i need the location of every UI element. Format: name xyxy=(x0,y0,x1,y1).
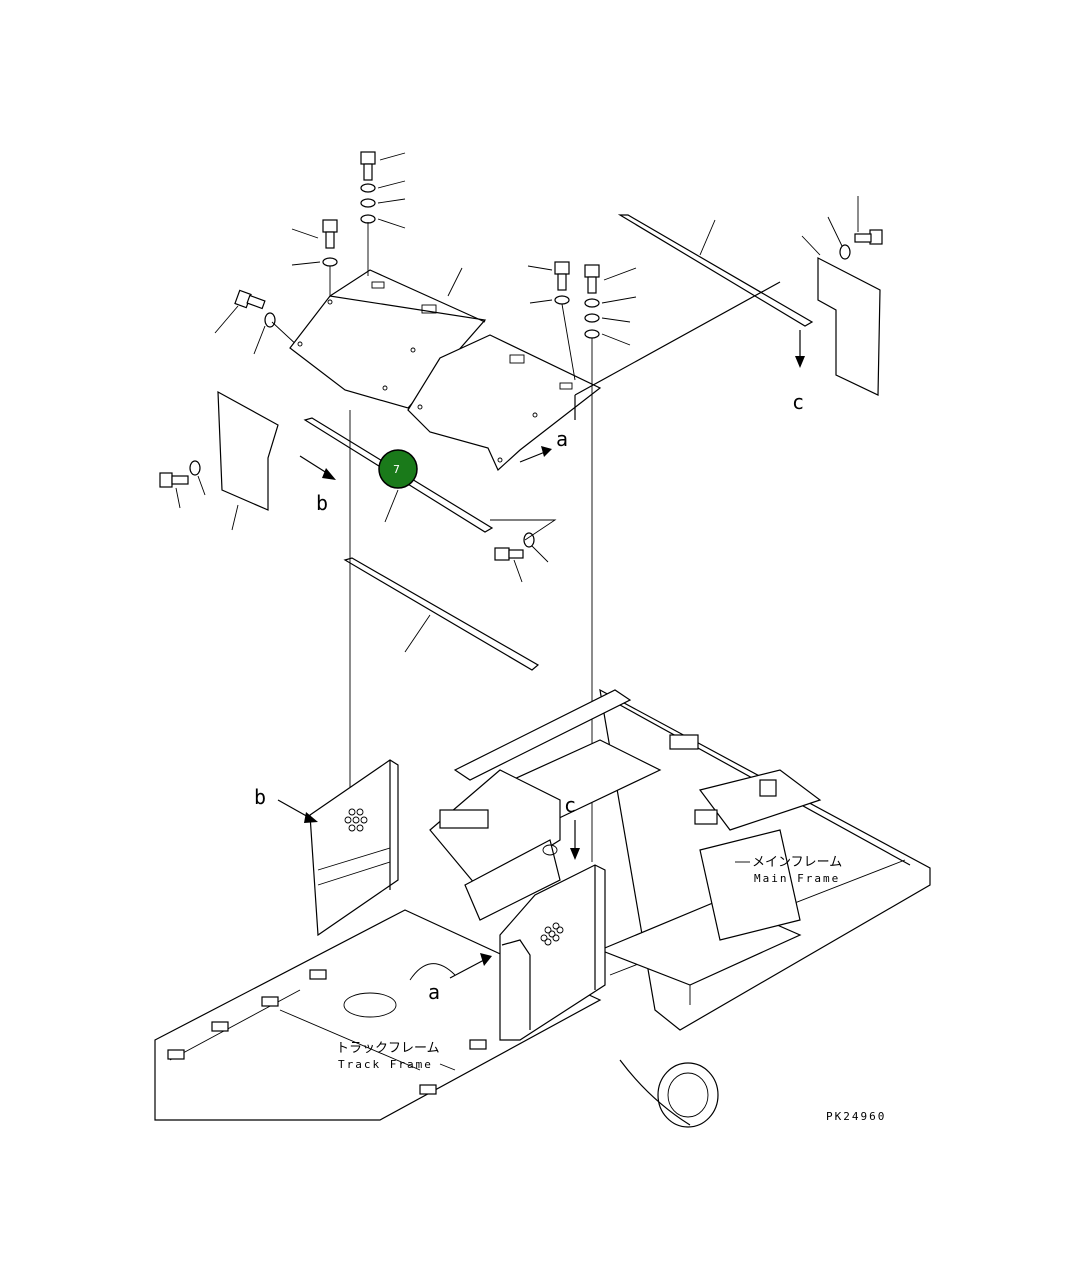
track-frame-en: Track Frame xyxy=(338,1058,433,1071)
arrow-b-top xyxy=(299,455,336,480)
track-frame-label: トラックフレーム Track Frame xyxy=(336,1041,456,1071)
right-rail xyxy=(574,214,814,420)
lower-angle-bar xyxy=(343,557,540,671)
arrow-c-top xyxy=(795,330,805,368)
bolt-left-horizontal xyxy=(214,289,301,355)
bolt-stack-1 xyxy=(360,151,406,276)
label-b-bottom: b xyxy=(254,785,266,809)
bracket-c xyxy=(499,864,606,1041)
side-panel-left xyxy=(159,390,279,531)
part-callout-7[interactable]: 7 xyxy=(378,449,418,489)
main-frame-en: Main Frame xyxy=(754,872,840,885)
track-frame-jp: トラックフレーム xyxy=(336,1041,440,1056)
callout-number: 7 xyxy=(393,463,400,476)
bolt-stack-4 xyxy=(584,264,637,346)
label-c-top: c xyxy=(792,390,804,414)
main-frame-label: メインフレーム Main Frame xyxy=(735,855,842,885)
bolt-stack-3 xyxy=(527,261,576,381)
label-a-bottom: a xyxy=(428,980,440,1004)
arrow-a-bottom xyxy=(449,953,492,979)
label-b-top: b xyxy=(316,491,328,515)
arrow-c-bottom xyxy=(570,820,580,860)
cover-plate-right xyxy=(407,334,602,471)
side-panel-right xyxy=(801,196,883,396)
label-c-bottom: c xyxy=(564,793,576,817)
drawing-code: PK24960 xyxy=(826,1110,886,1123)
label-a-top: a xyxy=(556,427,568,451)
bracket-b xyxy=(309,759,399,937)
bolt-stack-2 xyxy=(291,219,338,300)
arrow-a-top xyxy=(519,446,552,463)
center-bracket xyxy=(429,769,561,921)
arrow-b-bottom xyxy=(277,799,318,823)
main-frame-jp: メインフレーム xyxy=(752,855,842,870)
main-frame xyxy=(154,688,931,1128)
